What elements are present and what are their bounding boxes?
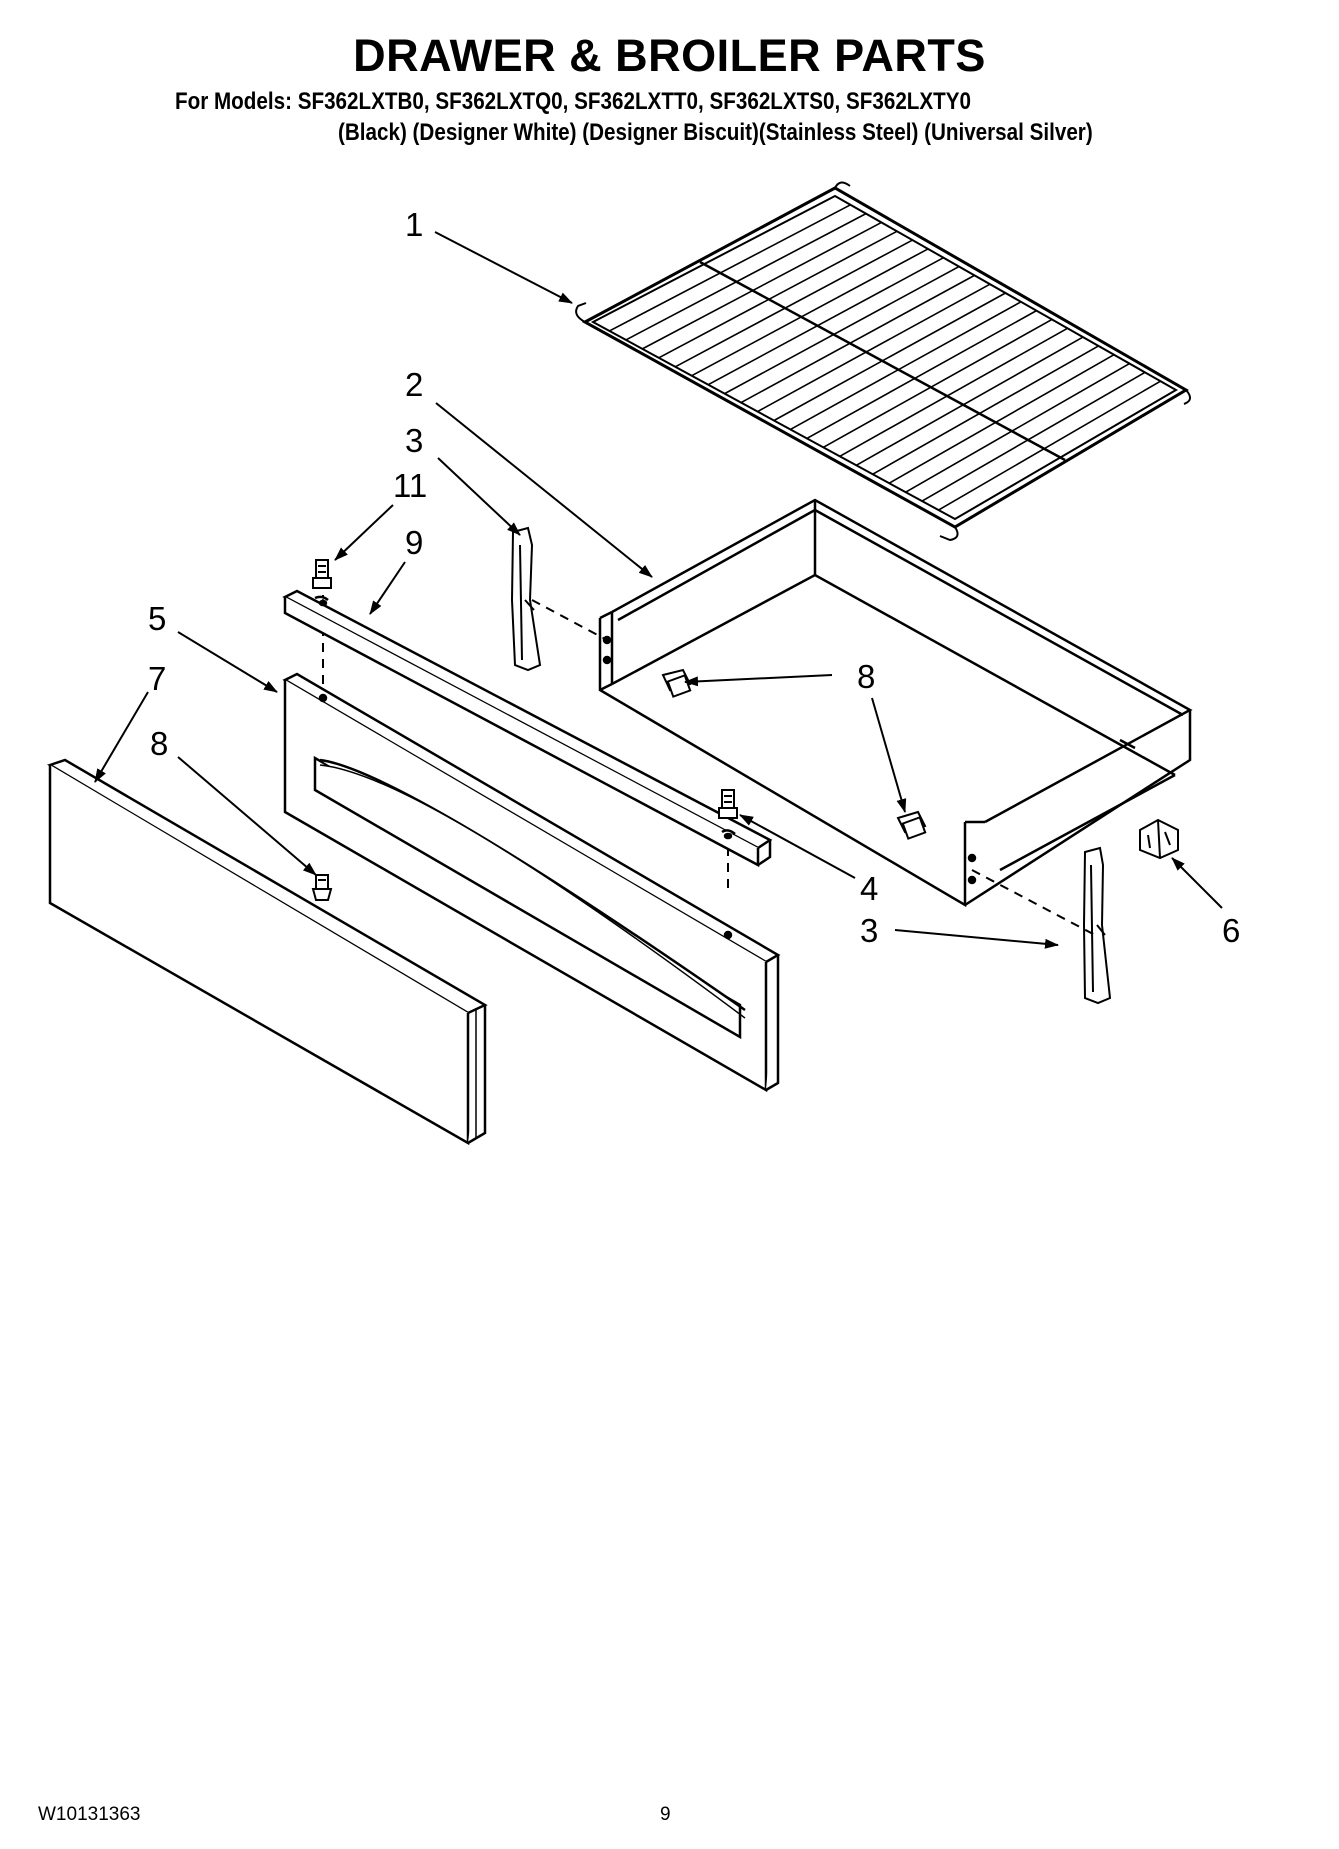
document-number: W10131363 bbox=[38, 1804, 141, 1825]
screw-part-4 bbox=[718, 789, 738, 819]
clip bbox=[1139, 818, 1179, 860]
screw-part-8-drawer-left bbox=[661, 668, 692, 698]
slide-bracket-lower bbox=[1082, 846, 1112, 1005]
rack-wire bbox=[905, 362, 1130, 493]
rack-wire bbox=[822, 318, 1053, 449]
callout-4: 4 bbox=[860, 870, 878, 907]
rack-wire bbox=[888, 354, 1115, 484]
callout-9: 9 bbox=[405, 524, 423, 561]
drawer-front-panel bbox=[282, 672, 781, 1093]
rack-wire bbox=[757, 283, 991, 413]
slide-bracket-upper bbox=[510, 526, 542, 672]
rack-wire bbox=[790, 301, 1022, 431]
leader-lines bbox=[94, 231, 1223, 949]
rack-wire bbox=[609, 204, 851, 332]
rack-wire bbox=[839, 327, 1068, 458]
rack-wire bbox=[707, 257, 944, 386]
outer-panel bbox=[47, 758, 488, 1146]
callout-8-left: 8 bbox=[150, 725, 168, 762]
rack-wire bbox=[658, 230, 898, 359]
broiler-rack bbox=[575, 181, 1191, 542]
callout-11: 11 bbox=[393, 467, 427, 504]
rack-wire bbox=[855, 336, 1084, 466]
callout-5: 5 bbox=[148, 600, 166, 637]
drawer-handle bbox=[282, 589, 773, 868]
screw-part-8-left bbox=[311, 874, 333, 901]
rack-wire bbox=[921, 371, 1146, 502]
rack-wire bbox=[773, 292, 1006, 422]
screw-part-8-drawer-right bbox=[896, 810, 927, 840]
rack-wire bbox=[674, 239, 913, 368]
callout-3-upper: 3 bbox=[405, 422, 423, 459]
rack-wire bbox=[724, 265, 960, 395]
callout-7: 7 bbox=[148, 660, 166, 697]
rack-wire bbox=[625, 212, 867, 341]
page-number: 9 bbox=[660, 1804, 671, 1825]
callout-1: 1 bbox=[405, 206, 423, 243]
callout-3-lower: 3 bbox=[860, 912, 878, 949]
models-line: For Models: SF362LXTB0, SF362LXTQ0, SF36… bbox=[175, 88, 972, 115]
callout-8-right: 8 bbox=[857, 658, 875, 695]
page-title: DRAWER & BROILER PARTS bbox=[353, 30, 986, 81]
rack-wire bbox=[740, 274, 975, 404]
colors-line: (Black) (Designer White) (Designer Biscu… bbox=[338, 119, 1093, 146]
rack-wire bbox=[938, 380, 1161, 511]
rack-wire bbox=[806, 309, 1037, 440]
callout-6: 6 bbox=[1222, 912, 1240, 949]
screw-part-11 bbox=[312, 559, 332, 589]
callout-2: 2 bbox=[405, 366, 423, 403]
rack-wire bbox=[641, 221, 882, 350]
rack-wire bbox=[872, 345, 1099, 475]
drawer-pan bbox=[598, 498, 1193, 908]
rack-wire bbox=[691, 248, 929, 377]
